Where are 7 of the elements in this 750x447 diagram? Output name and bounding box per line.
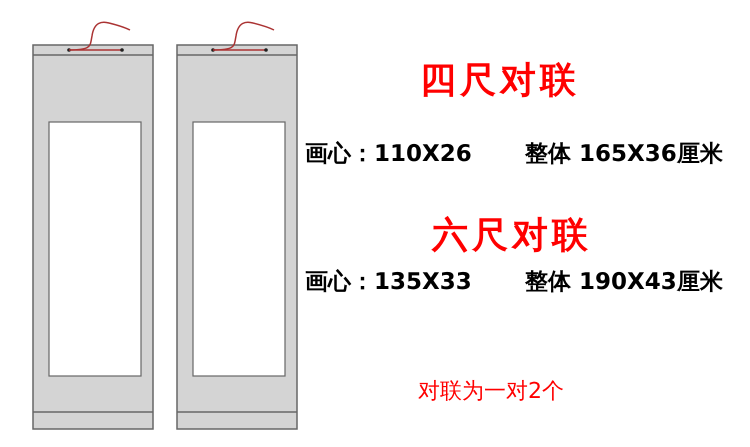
heading: 六尺对联 <box>432 213 592 258</box>
spec-text: 整体 190X43厘米 <box>525 268 723 297</box>
note-text: 对联为一对2个 <box>418 378 564 406</box>
spec-text: 画心：110X26 <box>305 140 472 169</box>
heading: 四尺对联 <box>420 58 580 103</box>
spec-text: 整体 165X36厘米 <box>525 140 723 169</box>
spec-text: 画心：135X33 <box>305 268 472 297</box>
